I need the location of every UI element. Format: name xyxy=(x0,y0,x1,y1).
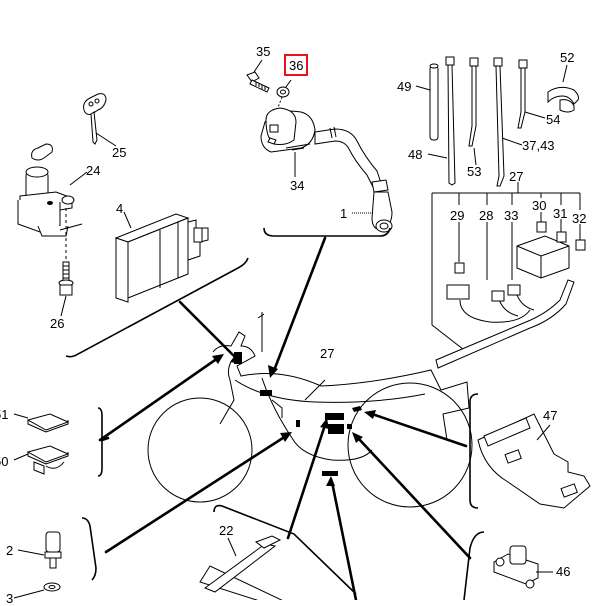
pad-icon[interactable] xyxy=(26,413,70,433)
callout-3[interactable]: 3 xyxy=(6,591,14,606)
callout-36-highlighted[interactable]: 36 xyxy=(283,54,309,76)
callout-52[interactable]: 52 xyxy=(560,50,575,65)
wire-harness-icon[interactable] xyxy=(435,221,586,369)
cable-tie-icon[interactable] xyxy=(468,57,479,147)
callout-48[interactable]: 48 xyxy=(408,147,423,162)
callout-34[interactable]: 34 xyxy=(290,178,305,193)
callout-37-43[interactable]: 37,43 xyxy=(522,138,555,153)
callout-24[interactable]: 24 xyxy=(86,163,101,178)
connector-icon[interactable] xyxy=(507,284,521,296)
callout-31[interactable]: 31 xyxy=(553,206,568,221)
ignition-switch-icon[interactable] xyxy=(17,143,83,237)
callout-46[interactable]: 46 xyxy=(556,564,571,579)
callout-26[interactable]: 26 xyxy=(50,316,65,331)
callout-27-harness[interactable]: 27 xyxy=(509,169,524,184)
fuse-icon[interactable] xyxy=(454,262,465,274)
sensor-icon[interactable] xyxy=(493,545,539,589)
holder-icon[interactable] xyxy=(26,445,70,475)
callout-22[interactable]: 22 xyxy=(219,523,234,538)
callout-33[interactable]: 33 xyxy=(504,208,519,223)
callout-25[interactable]: 25 xyxy=(112,145,127,160)
callout-47[interactable]: 47 xyxy=(543,408,558,423)
fuse-icon[interactable] xyxy=(536,221,547,233)
connector-icon[interactable] xyxy=(491,290,505,302)
callout-51[interactable]: 51 xyxy=(0,407,9,422)
cover-plate-icon[interactable] xyxy=(477,413,591,509)
callout-35[interactable]: 35 xyxy=(256,44,271,59)
tube-icon[interactable] xyxy=(429,63,439,141)
fuse-icon[interactable] xyxy=(575,239,586,251)
temperature-sensor-icon[interactable] xyxy=(44,531,62,569)
callout-1[interactable]: 1 xyxy=(340,206,348,221)
bolt-icon[interactable] xyxy=(246,71,270,93)
callout-30[interactable]: 30 xyxy=(532,198,547,213)
ecu-location-marker xyxy=(234,352,242,364)
bolt-icon[interactable] xyxy=(58,261,74,296)
spark-plug-cap-icon[interactable] xyxy=(371,179,393,233)
callout-27-center[interactable]: 27 xyxy=(320,346,335,361)
relay-box-icon[interactable] xyxy=(516,235,570,279)
clamp-icon[interactable] xyxy=(547,86,579,113)
motorcycle-outline-icon xyxy=(147,312,473,508)
callout-28[interactable]: 28 xyxy=(479,208,494,223)
callout-4[interactable]: 4 xyxy=(116,201,124,216)
callout-32[interactable]: 32 xyxy=(572,211,587,226)
washer-icon[interactable] xyxy=(276,86,290,98)
battery-band-icon[interactable] xyxy=(199,535,294,600)
gasket-washer-icon[interactable] xyxy=(43,582,61,592)
callout-49[interactable]: 49 xyxy=(397,79,412,94)
callout-50[interactable]: 50 xyxy=(0,454,9,469)
connector-icon[interactable] xyxy=(446,284,470,300)
key-icon[interactable] xyxy=(83,93,107,145)
callout-2[interactable]: 2 xyxy=(6,543,14,558)
callout-29[interactable]: 29 xyxy=(450,208,465,223)
cable-tie-icon[interactable] xyxy=(493,57,505,187)
callout-54[interactable]: 54 xyxy=(546,112,561,127)
ecu-module-icon[interactable] xyxy=(114,213,209,303)
fuse-icon[interactable] xyxy=(556,231,567,243)
cable-tie-icon[interactable] xyxy=(517,59,528,129)
ignition-coil-icon[interactable] xyxy=(260,107,316,153)
cable-tie-icon[interactable] xyxy=(445,56,456,186)
coil-location-marker xyxy=(260,390,272,396)
callout-53[interactable]: 53 xyxy=(467,164,482,179)
